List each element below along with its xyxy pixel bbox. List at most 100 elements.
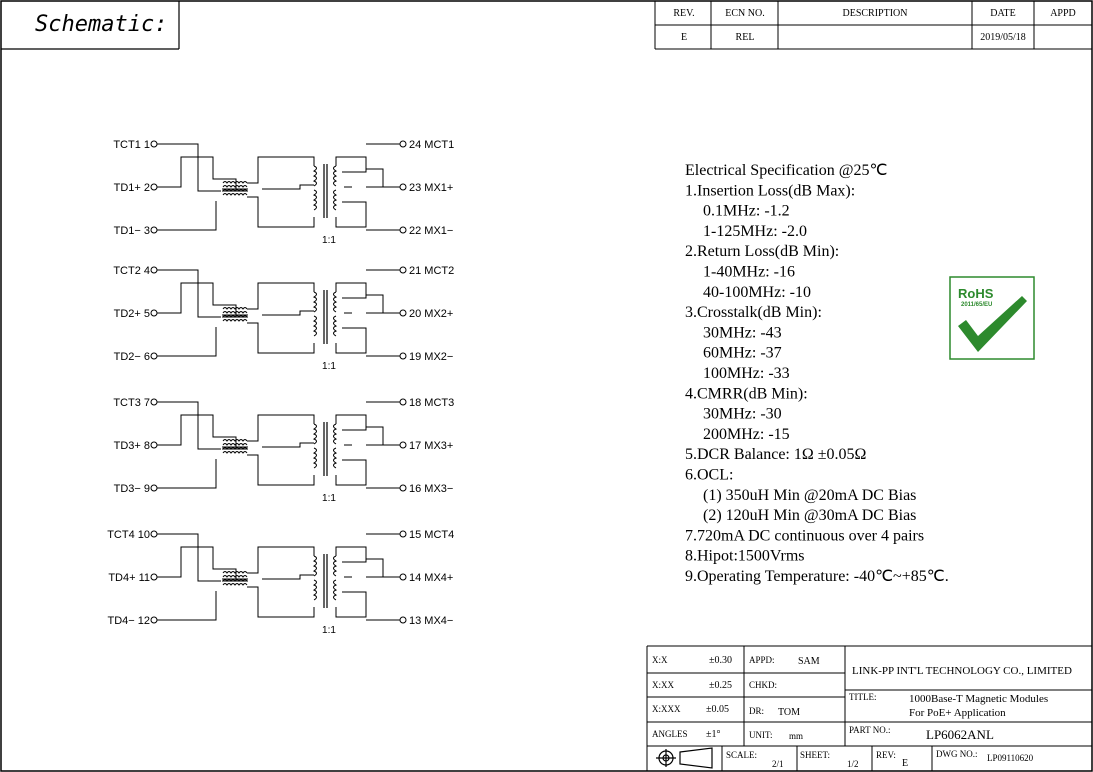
pin-terminal — [150, 530, 158, 538]
tol-label-0: X:X — [652, 655, 668, 665]
turns-ratio: 1:1 — [322, 493, 336, 504]
dr-label: DR: — [749, 706, 764, 716]
pin-label: TD3+ 8 — [114, 440, 150, 452]
rev-header-ecn: ECN NO. — [725, 8, 764, 19]
spec-line: 4.CMRR(dB Min): — [685, 385, 808, 402]
tol-value-1: ±0.25 — [709, 680, 732, 691]
tol-value-3: ±1° — [706, 729, 721, 740]
pin-label: 19 MX2− — [409, 351, 453, 363]
pin-terminal — [399, 398, 407, 406]
dwg-value: LP09110620 — [987, 753, 1034, 763]
appd-value: SAM — [798, 656, 820, 667]
pin-terminal — [399, 484, 407, 492]
pin-label: 13 MX4− — [409, 615, 453, 627]
rohs-sub: 2011/65/EU — [961, 302, 992, 308]
pin-terminal — [150, 183, 158, 191]
spec-line: (1) 350uH Min @20mA DC Bias — [703, 487, 916, 504]
title-line1: 1000Base-T Magnetic Modules — [909, 693, 1048, 705]
tol-label-2: X:XXX — [652, 704, 681, 714]
pin-terminal — [150, 616, 158, 624]
appd-label: APPD: — [749, 655, 775, 665]
electrical-specification: Electrical Specification @25℃ 1.Insertion… — [685, 162, 949, 585]
pin-terminal — [399, 140, 407, 148]
page-title: Schematic: — [35, 12, 167, 37]
pin-label: TD1− 3 — [114, 225, 150, 237]
spec-line: 7.720mA DC continuous over 4 pairs — [685, 527, 924, 544]
pin-terminal — [399, 530, 407, 538]
pin-terminal — [399, 352, 407, 360]
title-block-text: X:X ±0.30 X:XX ±0.25 X:XXX ±0.05 ANGLES … — [652, 655, 1072, 769]
pin-terminal — [399, 309, 407, 317]
title-block-lines — [646, 645, 1092, 771]
pin-label: TD2+ 5 — [114, 308, 150, 320]
tol-label-1: X:XX — [652, 680, 674, 690]
tol-value-0: ±0.30 — [709, 655, 732, 666]
pin-label: TD2− 6 — [114, 351, 150, 363]
scale-value: 2/1 — [772, 759, 784, 769]
spec-line: 200MHz: -15 — [703, 426, 790, 443]
pin-terminal — [150, 226, 158, 234]
spec-line: 60MHz: -37 — [703, 345, 782, 362]
transformer-schematic: TCT1 1 TD1+ 2 TD1− 3 24 MCT1 23 MX1+ 22 MX1− 1… — [107, 139, 454, 636]
header: Schematic: — [1, 1, 180, 50]
spec-line: 40-100MHz: -10 — [703, 284, 811, 301]
rohs-badge: RoHS 2011/65/EU — [949, 276, 1035, 360]
spec-line: 30MHz: -30 — [703, 406, 782, 423]
part-value: LP6062ANL — [926, 727, 994, 742]
pin-terminal — [150, 309, 158, 317]
pin-label: TD1+ 2 — [114, 182, 150, 194]
pin-label: TD4− 12 — [108, 615, 151, 627]
pin-label: TCT2 4 — [113, 265, 150, 277]
spec-line: 30MHz: -43 — [703, 324, 782, 341]
spec-line: 6.OCL: — [685, 467, 733, 484]
pin-terminal — [399, 573, 407, 581]
tol-label-3: ANGLES — [652, 729, 688, 739]
pin-label: TCT1 1 — [113, 139, 150, 151]
company-name: LINK-PP INT'L TECHNOLOGY CO., LIMITED — [852, 665, 1072, 677]
spec-line: (2) 120uH Min @30mA DC Bias — [703, 507, 916, 524]
rev-value: E — [902, 758, 908, 769]
pin-label: 24 MCT1 — [409, 139, 454, 151]
pin-terminal — [150, 484, 158, 492]
pin-label: TCT4 10 — [107, 529, 150, 541]
part-label: PART NO.: — [849, 725, 890, 735]
pin-terminal — [399, 183, 407, 191]
pin-terminal — [399, 266, 407, 274]
title-label: TITLE: — [849, 692, 877, 702]
spec-line: 8.Hipot:1500Vrms — [685, 548, 804, 565]
sheet-label: SHEET: — [800, 750, 830, 760]
rev-cell-ecn: REL — [736, 32, 755, 43]
rev-header-rev: REV. — [673, 8, 694, 19]
pin-label: 21 MCT2 — [409, 265, 454, 277]
sheet-value: 1/2 — [847, 759, 859, 769]
rev-label: REV: — [876, 750, 896, 760]
scale-label: SCALE: — [726, 750, 757, 760]
pin-label: 23 MX1+ — [409, 182, 453, 194]
rev-header-description: DESCRIPTION — [842, 8, 907, 19]
unit-label: UNIT: — [749, 730, 773, 740]
tol-value-2: ±0.05 — [706, 704, 729, 715]
pin-label: TD3− 9 — [114, 483, 150, 495]
projection-symbol-icon — [656, 747, 713, 769]
pin-terminal — [150, 266, 158, 274]
spec-line: Electrical Specification @25℃ — [685, 162, 887, 179]
pin-terminal — [399, 226, 407, 234]
pin-label: 16 MX3− — [409, 483, 453, 495]
pin-label: 17 MX3+ — [409, 440, 453, 452]
pin-label: 22 MX1− — [409, 225, 453, 237]
revision-table-text: REV. ECN NO. DESCRIPTION DATE APPD E REL… — [673, 8, 1075, 43]
pin-label: TD4+ 11 — [108, 572, 150, 584]
spec-line: 100MHz: -33 — [703, 365, 790, 382]
spec-line: 5.DCR Balance: 1Ω ±0.05Ω — [685, 446, 867, 463]
pin-terminal — [150, 398, 158, 406]
check-icon — [958, 296, 1027, 352]
spec-line: 1.Insertion Loss(dB Max): — [685, 182, 855, 199]
spec-line: 1-125MHz: -2.0 — [703, 223, 807, 240]
rev-header-appd: APPD — [1050, 8, 1076, 19]
pin-label: 15 MCT4 — [409, 529, 454, 541]
spec-line: 3.Crosstalk(dB Min): — [685, 304, 822, 321]
